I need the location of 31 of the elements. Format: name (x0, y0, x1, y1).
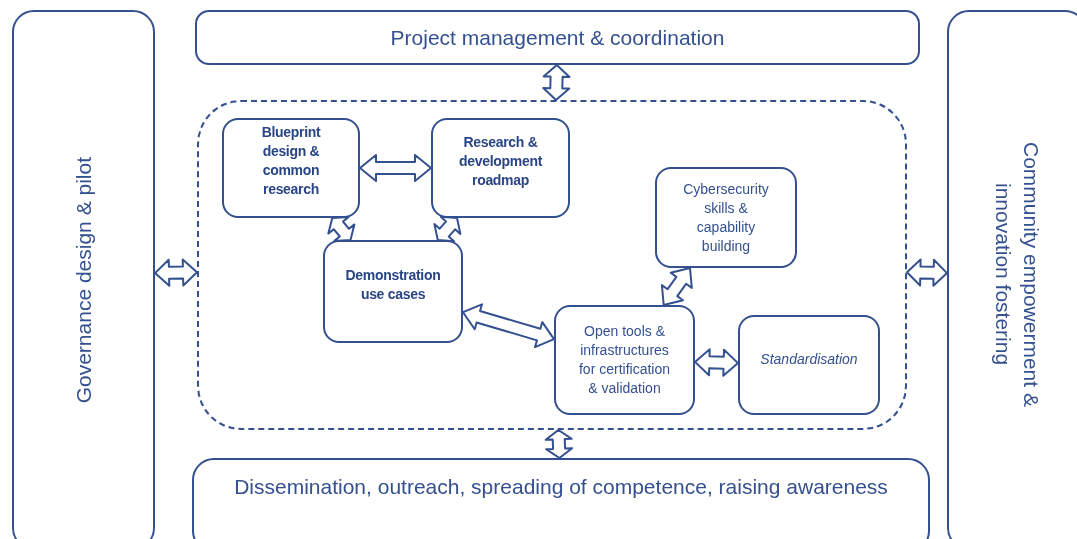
double-arrow (154, 258, 198, 287)
box-label: Dissemination, outreach, spreading of competence, raising awareness (233, 474, 889, 500)
process-box (554, 305, 695, 415)
box-label: Research & development roadmap (457, 132, 544, 190)
box-label: Project management & coordination (389, 24, 726, 51)
double-arrow (542, 64, 571, 101)
box-label: Demonstration use cases (344, 265, 442, 304)
double-arrow (359, 154, 432, 182)
process-box (655, 167, 797, 268)
process-box (195, 10, 920, 65)
side-panel (947, 10, 1077, 539)
double-arrow (694, 348, 739, 377)
double-arrow (660, 267, 693, 306)
process-box (738, 315, 880, 415)
side-panel (12, 10, 155, 539)
double-arrow (327, 216, 356, 242)
box-label: Community empowerment & innovation fostering (991, 140, 1044, 409)
process-box (431, 118, 570, 218)
double-arrow (433, 215, 462, 243)
double-arrow (544, 429, 574, 459)
double-arrow (906, 258, 948, 287)
box-label: Blueprint design & common research (260, 123, 322, 199)
box-label: Standardisation (759, 349, 859, 369)
process-box (192, 458, 930, 539)
box-label: Cybersecurity skills & capability building (682, 179, 770, 256)
process-box (323, 240, 463, 343)
box-label: Open tools & infrastructures for certification & validation (577, 322, 671, 398)
process-box (222, 118, 360, 218)
dashed-container (197, 100, 907, 430)
double-arrow (462, 303, 555, 349)
box-label: Governance design & pilot (70, 155, 96, 406)
